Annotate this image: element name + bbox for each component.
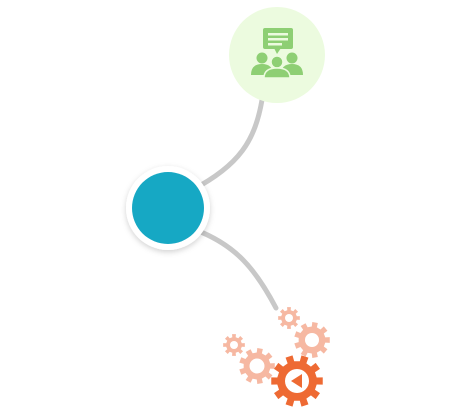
meeting-node[interactable]	[229, 7, 325, 103]
gear-medium-left	[239, 348, 275, 384]
connector-hub-to-meeting	[189, 97, 265, 193]
hub-node[interactable]	[126, 166, 210, 250]
play-icon	[291, 374, 302, 388]
connector-hub-to-gears	[193, 227, 279, 311]
gears-automation-icon	[223, 307, 330, 407]
gear-medium-right	[294, 322, 330, 358]
team-discussion-icon	[251, 28, 303, 79]
gear-small-left	[223, 334, 245, 356]
gears-node[interactable]	[223, 307, 330, 407]
hub-node-fill	[132, 172, 204, 244]
meeting-node-background	[229, 7, 325, 103]
gear-small-top	[278, 307, 300, 329]
